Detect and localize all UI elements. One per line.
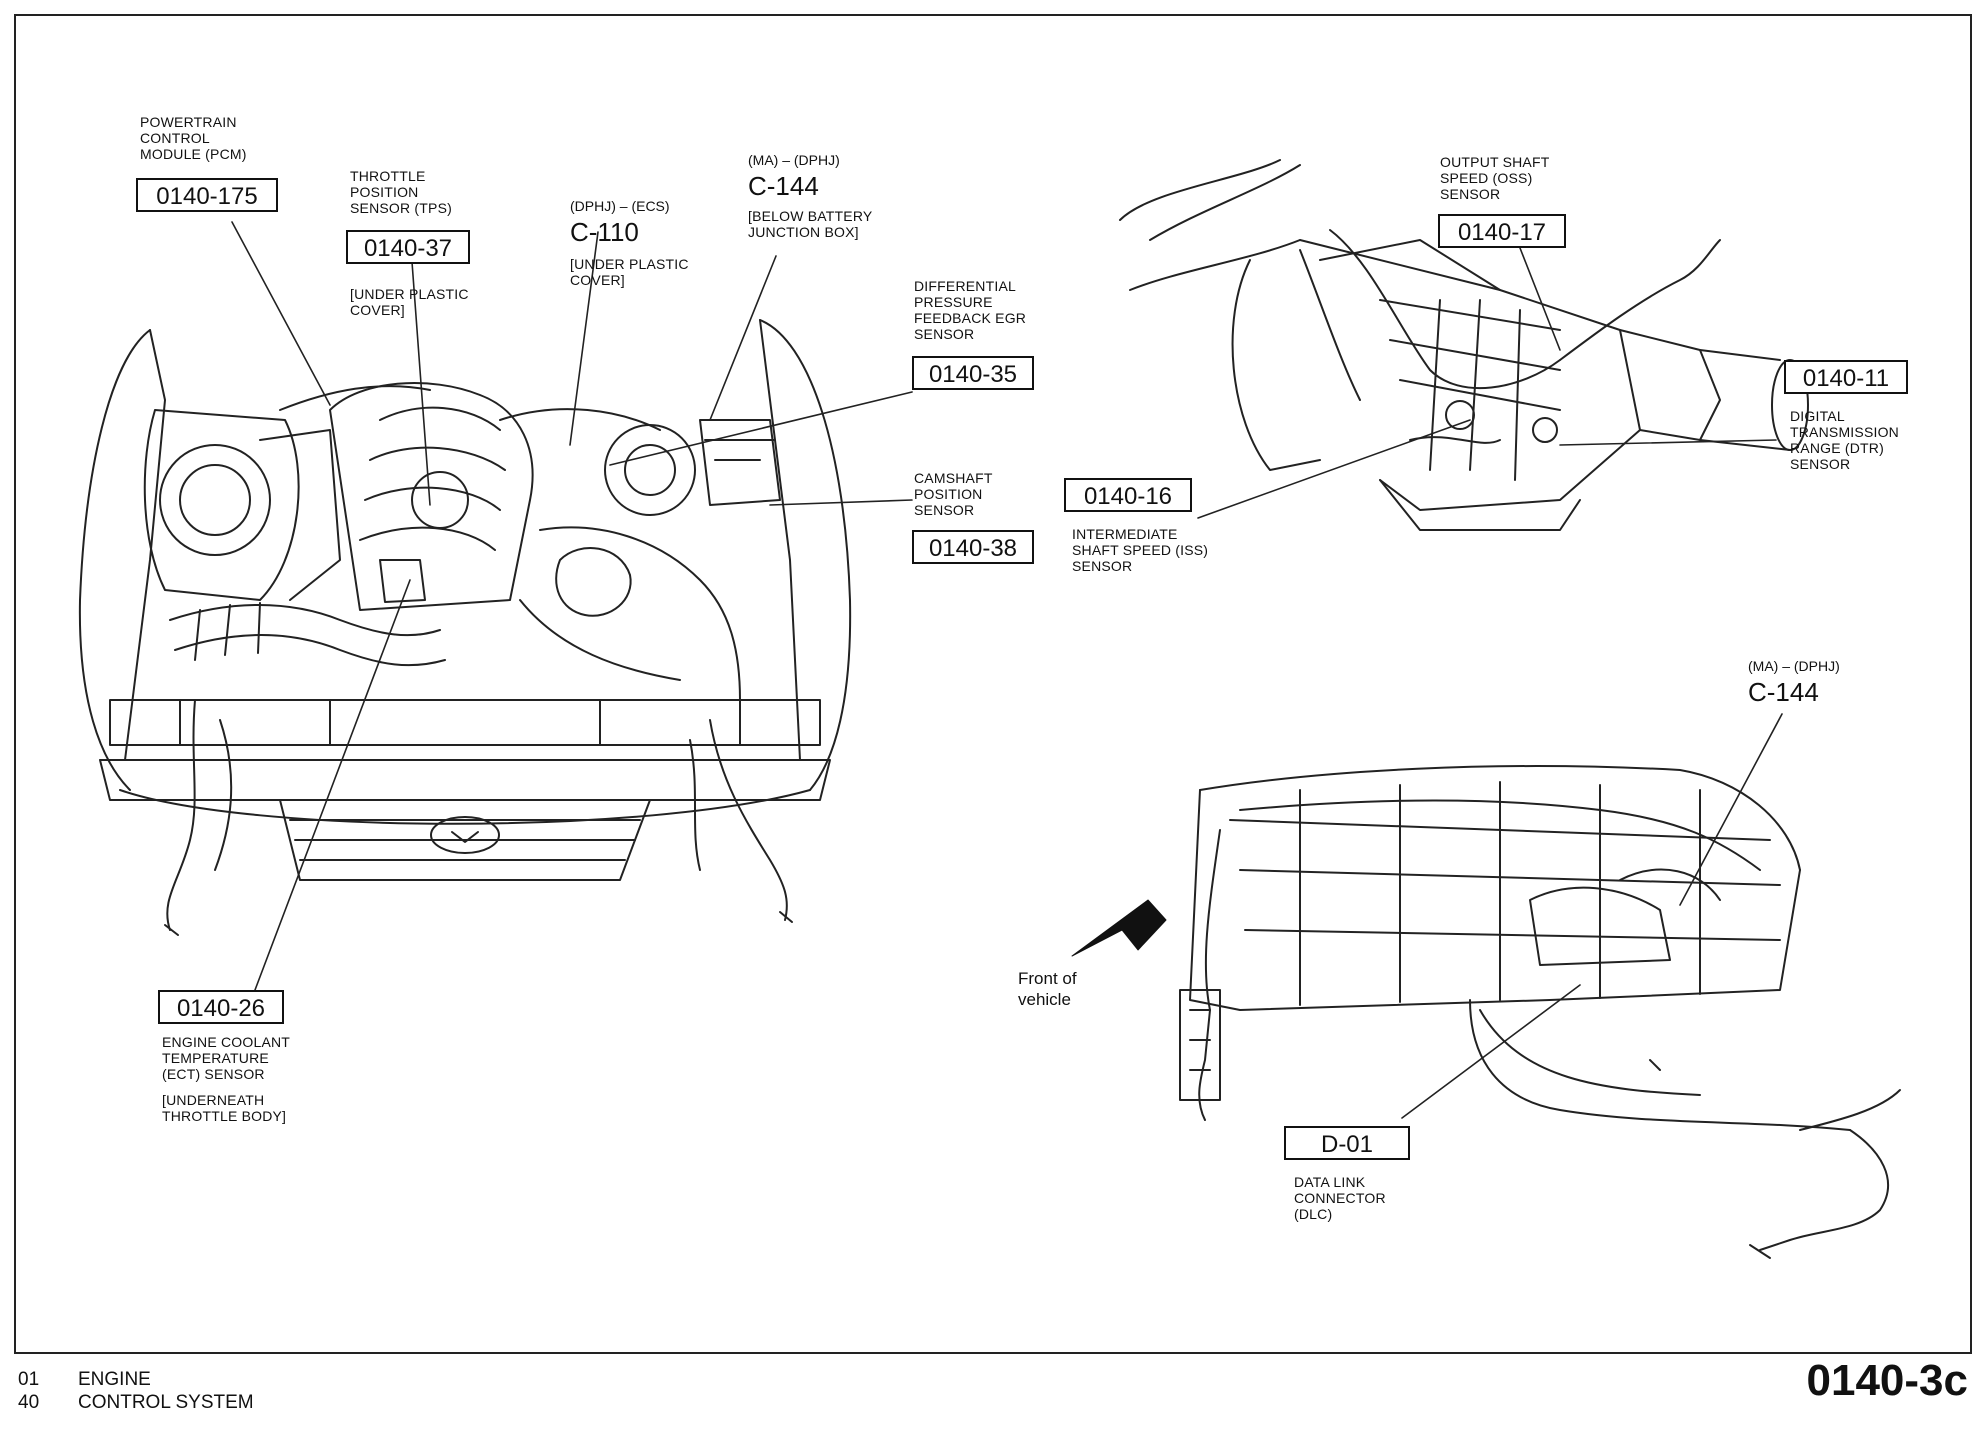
cam-label: CAMSHAFT POSITION SENSOR [914, 470, 993, 518]
dtr-code-box: 0140-11 [1784, 360, 1908, 394]
dtr-label: DIGITAL TRANSMISSION RANGE (DTR) SENSOR [1790, 408, 1899, 472]
ect-note: [UNDERNEATH THROTTLE BODY] [162, 1092, 287, 1124]
page-number: 0140-3c [1806, 1356, 1968, 1405]
front-arrow-icon [1071, 899, 1167, 957]
footer-section-text-2: CONTROL SYSTEM [78, 1392, 254, 1413]
c144-dash-connector: C-144 [1748, 677, 1819, 707]
dlc-code-box: D-01 [1284, 1126, 1410, 1160]
diagram-frame [14, 14, 1972, 1354]
pcm-code-box: 0140-175 [136, 178, 278, 212]
c144-engine-code: (MA) – (DPHJ) [748, 152, 840, 168]
ect-code-box: 0140-26 [158, 990, 284, 1024]
engine-bay-illustration [78, 319, 852, 936]
front-of-vehicle-label: Front of vehicle [1018, 969, 1077, 1009]
dashboard-leader-lines [1401, 713, 1783, 1119]
tps-code-box: 0140-37 [346, 230, 470, 264]
egr-label: DIFFERENTIAL PRESSURE FEEDBACK EGR SENSO… [914, 278, 1027, 342]
c144-dash-code: (MA) – (DPHJ) [1748, 658, 1840, 674]
egr-code-box: 0140-35 [912, 356, 1034, 390]
dlc-label: DATA LINK CONNECTOR (DLC) [1294, 1174, 1386, 1222]
c110-code: (DPHJ) – (ECS) [570, 198, 670, 214]
pcm-label: POWERTRAIN CONTROL MODULE (PCM) [140, 114, 247, 162]
c144-engine-connector: C-144 [748, 171, 819, 201]
iss-label: INTERMEDIATE SHAFT SPEED (ISS) SENSOR [1072, 526, 1209, 574]
oss-label: OUTPUT SHAFT SPEED (OSS) SENSOR [1440, 154, 1550, 202]
transmission-illustration [1119, 159, 1809, 531]
footer-section-num-1: 01 [18, 1369, 40, 1390]
footer-section-num-2: 40 [18, 1392, 40, 1413]
iss-code-box: 0140-16 [1064, 478, 1192, 512]
c110-note: [UNDER PLASTIC COVER] [570, 256, 689, 288]
tps-note: [UNDER PLASTIC COVER] [350, 286, 469, 318]
ect-label: ENGINE COOLANT TEMPERATURE (ECT) SENSOR [162, 1034, 291, 1082]
transmission-leader-lines [1197, 247, 1777, 519]
engine-leader-lines [231, 221, 913, 991]
c144-engine-note: [BELOW BATTERY JUNCTION BOX] [748, 208, 873, 240]
tps-label: THROTTLE POSITION SENSOR (TPS) [350, 168, 452, 216]
cam-code-box: 0140-38 [912, 530, 1034, 564]
oss-code-box: 0140-17 [1438, 214, 1566, 248]
dashboard-illustration [1179, 765, 1901, 1259]
footer-section-text-1: ENGINE [78, 1369, 151, 1390]
c110-connector: C-110 [570, 217, 639, 247]
